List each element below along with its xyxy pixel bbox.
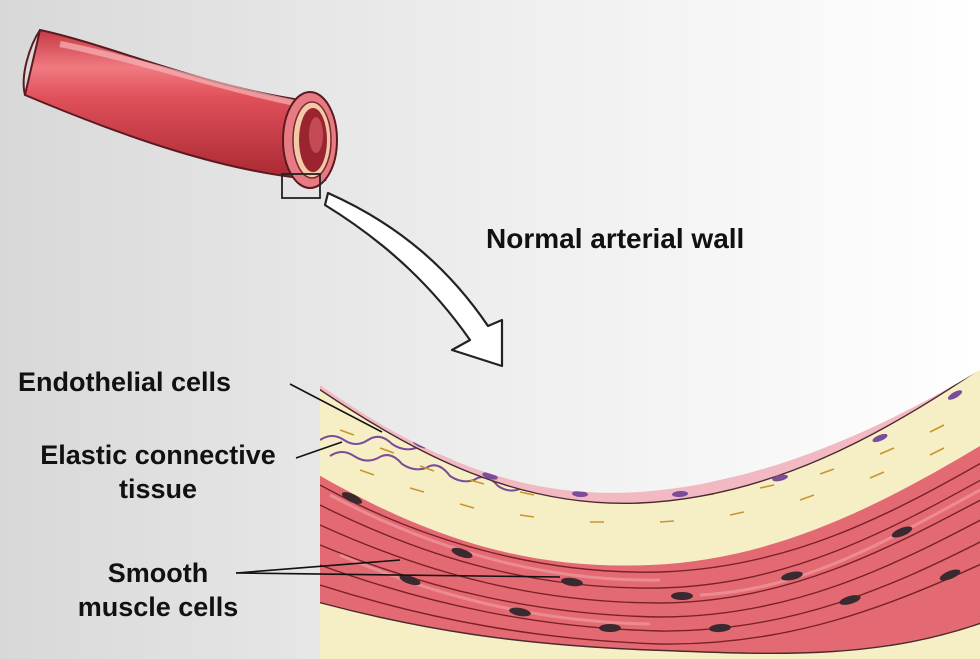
label-smooth-line2: muscle cells <box>48 590 268 624</box>
label-endothelial-cells: Endothelial cells <box>18 365 231 399</box>
label-elastic-line2: tissue <box>8 472 308 506</box>
label-smooth-line1: Smooth <box>48 556 268 590</box>
label-elastic-line1: Elastic connective <box>8 438 308 472</box>
diagram-title: Normal arterial wall <box>486 222 744 256</box>
label-elastic-connective-tissue: Elastic connective tissue <box>8 438 308 506</box>
label-smooth-muscle-cells: Smooth muscle cells <box>48 556 268 624</box>
